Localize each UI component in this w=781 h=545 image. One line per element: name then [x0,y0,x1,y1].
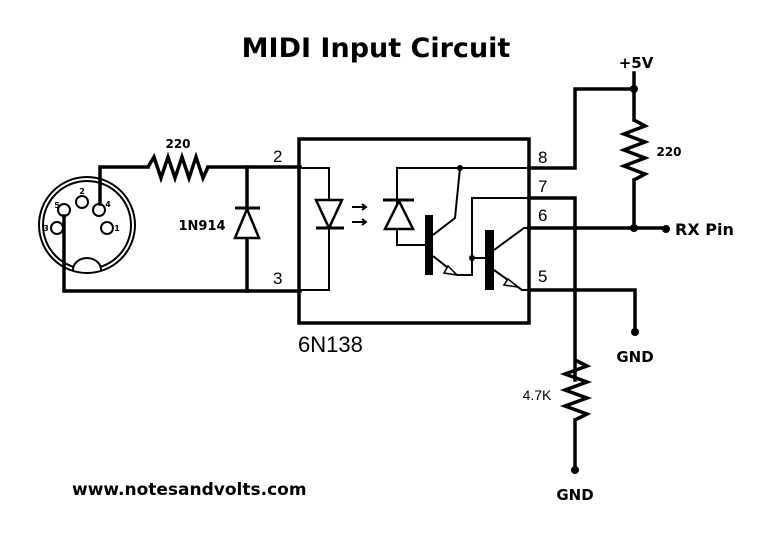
pullup-resistor-value: 220 [656,145,681,159]
opto-pin-3: 3 [273,269,282,288]
input-resistor: 220 [146,137,210,184]
din-pin-label-1: 1 [114,224,120,233]
vcc-junction [630,85,638,93]
footer-url: www.notesandvolts.com [72,480,307,500]
din-pin-label-2: 2 [79,187,85,196]
diode-label: 1N914 [178,219,225,234]
wires [62,165,302,293]
opto-pin-2: 2 [273,147,282,166]
base-resistor-value: 4.7K [523,387,552,403]
rx-label: RX Pin [675,220,734,239]
opto-pin-8: 8 [538,148,547,167]
optocoupler: 6N138 2 3 8 7 6 5 [273,87,667,382]
input-resistor-value: 220 [165,137,190,151]
vcc-label: +5V [619,54,654,72]
din-pin-label-4: 4 [105,200,111,209]
gnd-label-1: GND [616,348,653,366]
din-pin-4 [92,203,106,217]
gnd-label-2: GND [556,486,593,504]
din-connector: 5 2 4 3 1 [38,176,136,274]
din-pin-5 [57,203,71,217]
din-pin-2 [75,195,89,209]
base-resistor: 4.7K GND [523,358,594,504]
rx-junction [630,224,638,232]
gnd-pin5: GND [616,328,654,366]
din-pin-1 [100,221,114,235]
opto-pin-6: 6 [538,206,547,225]
din-pin-label-3: 3 [43,224,49,233]
opto-pin-5: 5 [538,267,547,286]
rx-terminal [662,225,670,233]
din-pin-label-5: 5 [54,201,60,210]
pullup-section: +5V 220 RX Pin [619,54,734,239]
din-pin-3 [50,221,64,235]
protection-diode: 1N914 [178,205,261,240]
opto-pin-7: 7 [538,177,547,196]
diagram-title: MIDI Input Circuit [242,33,511,64]
optocoupler-label: 6N138 [298,332,363,357]
